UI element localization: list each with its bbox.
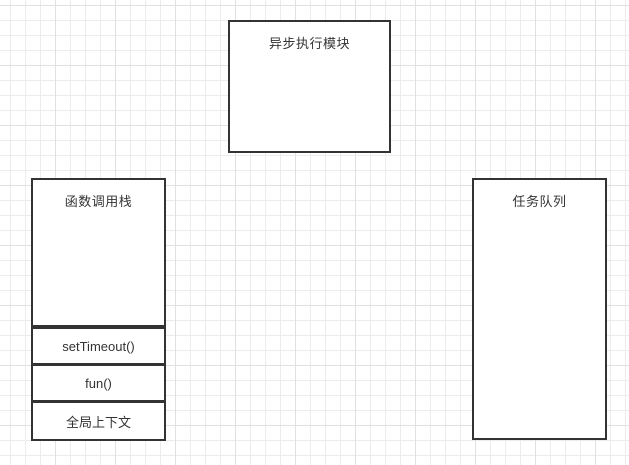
shape-async-module-label: 异步执行模块 (268, 36, 350, 51)
shape-call-stack-label: 函数调用栈 (64, 194, 133, 209)
shape-task-queue[interactable]: 任务队列 (472, 178, 607, 440)
shape-async-module[interactable]: 异步执行模块 (228, 20, 391, 153)
stack-frame-settimeout-label: setTimeout() (62, 338, 135, 354)
shape-call-stack[interactable]: 函数调用栈 (31, 178, 166, 327)
call-stack-group: 函数调用栈 setTimeout() fun() 全局上下文 (31, 178, 166, 441)
stack-frame-fun[interactable]: fun() (31, 364, 166, 402)
shape-task-queue-label: 任务队列 (512, 194, 567, 209)
stack-frame-fun-label: fun() (85, 375, 112, 391)
stack-frame-global-context-label: 全局上下文 (65, 414, 131, 430)
stack-frame-settimeout[interactable]: setTimeout() (31, 327, 166, 365)
stack-frame-global-context[interactable]: 全局上下文 (31, 401, 166, 441)
